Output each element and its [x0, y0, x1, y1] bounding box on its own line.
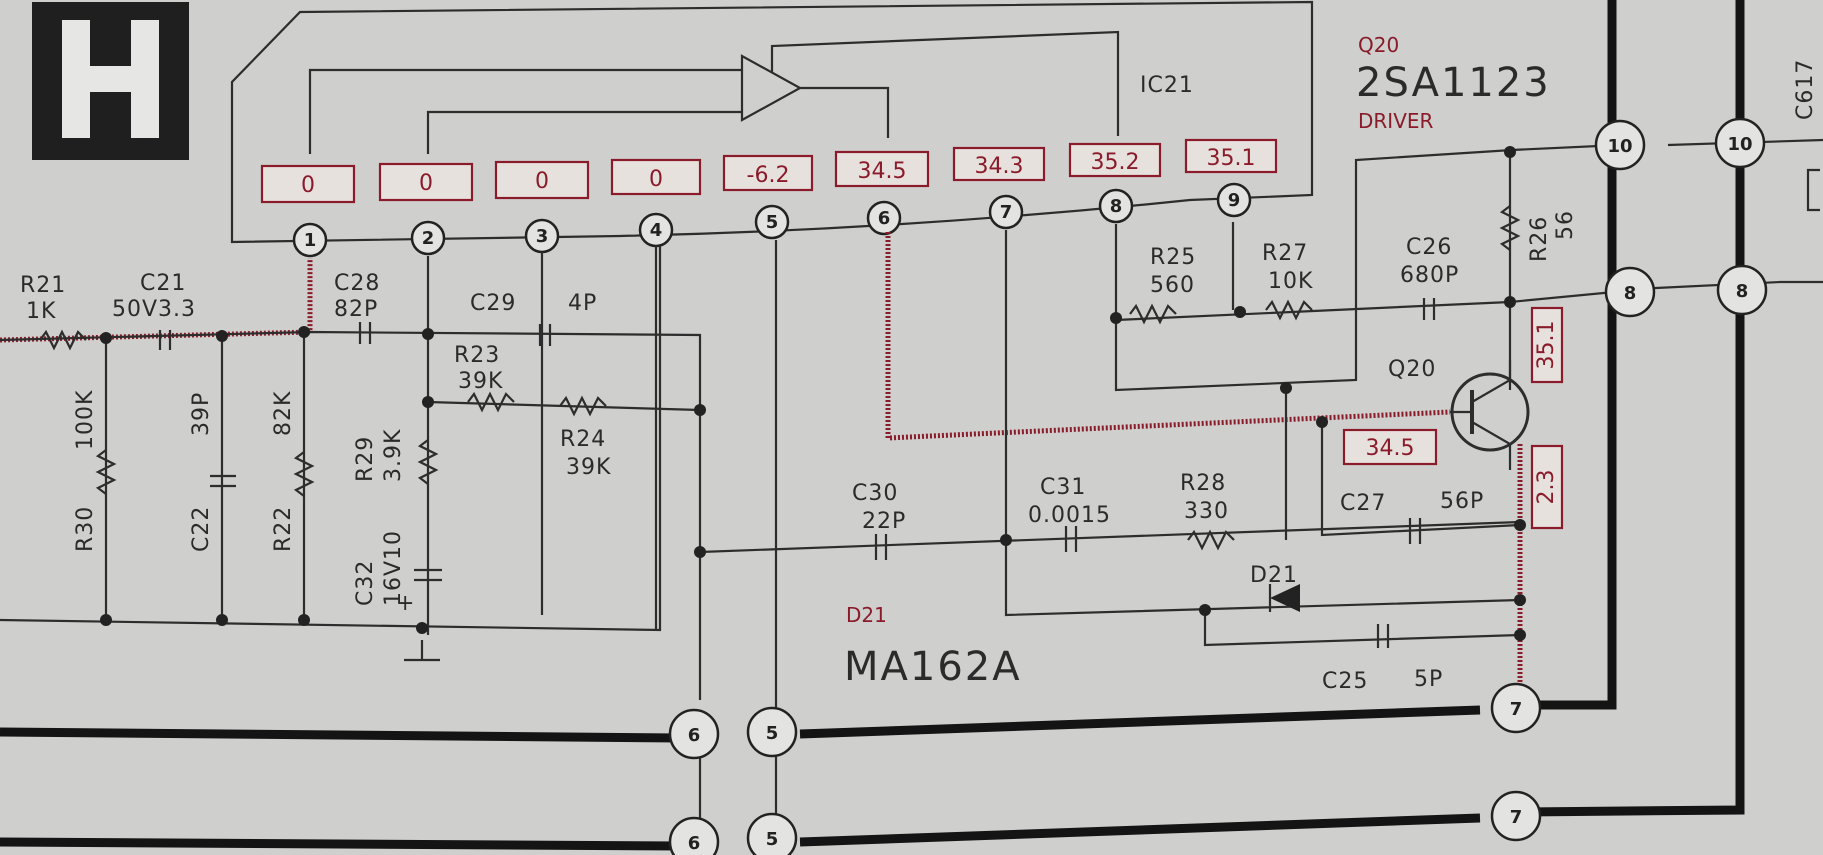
r21-ref: R21 [20, 273, 66, 298]
section-marker: H [0, 0, 189, 160]
ic-voltage-boxes: 0 0 0 0 -6.2 34.5 34.3 35.2 35.1 [260, 138, 1278, 204]
c32-ref: C32 [353, 560, 378, 606]
r27-value: 10K [1268, 269, 1313, 294]
c25-ref: C25 [1322, 669, 1368, 694]
c29-ref: C29 [470, 291, 516, 316]
r22-ref: R22 [271, 506, 296, 552]
pin-voltage: 0 [419, 171, 433, 196]
signal-path [0, 232, 1523, 690]
c21-value: 50V3.3 [112, 297, 196, 322]
c32-plus-mark: + [396, 591, 415, 616]
r30-ref: R30 [73, 506, 98, 552]
pin-voltage: 0 [301, 173, 315, 198]
connectors: 10 10 8 8 6 5 6 5 7 7 [668, 117, 1768, 855]
c27-ref: C27 [1340, 491, 1386, 516]
c30-value: 22P [862, 509, 906, 534]
r29-ref: R29 [353, 436, 378, 482]
wire-pin2-opamp [426, 110, 742, 154]
connector-label: 7 [1510, 807, 1523, 828]
c22-ref: C22 [189, 506, 214, 552]
ic-pin-number: 3 [536, 226, 549, 247]
d21-part-number: MA162A [844, 644, 1022, 690]
pin-voltage: -6.2 [747, 163, 790, 188]
ic-pin-number: 7 [1000, 202, 1013, 223]
component-labels: R21 1K C21 50V3.3 C28 82P C29 4P R23 39K… [20, 59, 1818, 694]
pin-voltage: 0 [649, 167, 663, 192]
pin-voltage: 35.1 [1207, 146, 1256, 171]
c21-ref: C21 [140, 271, 186, 296]
c28-value: 82P [334, 297, 378, 322]
wire-opamp-pin8 [770, 30, 1120, 136]
r29-value: 3.9K [381, 429, 406, 482]
c617-ref: C617 [1793, 59, 1818, 120]
r23-value: 39K [458, 369, 503, 394]
q20-base-voltage: 34.5 [1366, 436, 1415, 461]
connector-label: 10 [1727, 134, 1752, 155]
q20-part-number: 2SA1123 [1356, 60, 1551, 106]
r22-value: 82K [271, 391, 296, 436]
section-marker-label: H [0, 0, 1, 1]
ic-pin-number: 5 [766, 212, 779, 233]
transistor-q20 [1450, 360, 1530, 470]
r25-ref: R25 [1150, 245, 1196, 270]
r26-value: 56 [1553, 210, 1578, 240]
q20-emitter-voltage: 35.1 [1534, 321, 1559, 370]
c28-ref: C28 [334, 271, 380, 296]
c26-value: 680P [1400, 263, 1459, 288]
q20-schematic-ref: Q20 [1388, 357, 1436, 382]
wire-pin1-opamp [308, 68, 742, 154]
connector-label: 8 [1624, 283, 1637, 304]
c25-value: 5P [1414, 667, 1443, 692]
component-symbols [39, 168, 1820, 648]
r21-value: 1K [26, 299, 56, 324]
r24-value: 39K [566, 455, 611, 480]
connector-label: 8 [1736, 281, 1749, 302]
r24-ref: R24 [560, 427, 606, 452]
c32-value: 16V10 [381, 530, 406, 606]
c29-value: 4P [568, 291, 597, 316]
connector-label: 5 [766, 723, 779, 744]
d21-title-ref: D21 [846, 603, 887, 627]
ic-pin-number: 9 [1228, 190, 1241, 211]
ic-pin-number: 2 [422, 228, 435, 249]
pin-voltage: 0 [535, 169, 549, 194]
ic-pin-number: 1 [304, 230, 317, 251]
r28-value: 330 [1184, 499, 1229, 524]
c31-ref: C31 [1040, 475, 1086, 500]
d21-schematic-ref: D21 [1250, 563, 1298, 588]
c26-ref: C26 [1406, 235, 1452, 260]
ic-pin-number: 6 [878, 208, 891, 229]
frame-lines [0, 0, 1745, 851]
ic-pin-number: 8 [1110, 196, 1123, 217]
c22-value: 39P [189, 392, 214, 436]
ic-pins: 1 2 3 4 5 6 7 8 9 [292, 182, 1252, 258]
r30-value: 100K [73, 390, 98, 450]
connector-label: 7 [1510, 699, 1523, 720]
connector-label: 5 [766, 829, 779, 850]
connector-label: 10 [1607, 136, 1632, 157]
c30-ref: C30 [852, 481, 898, 506]
q20-role: DRIVER [1358, 109, 1434, 133]
r28-ref: R28 [1180, 471, 1226, 496]
c27-value: 56P [1440, 489, 1484, 514]
wire-opamp-pin6 [800, 86, 890, 138]
r25-value: 560 [1150, 273, 1195, 298]
r27-ref: R27 [1262, 241, 1308, 266]
c31-value: 0.0015 [1028, 503, 1111, 528]
q20-title-ref: Q20 [1358, 33, 1399, 57]
r26-ref: R26 [1527, 216, 1552, 262]
junction-dots [100, 146, 1526, 641]
pin-voltage: 35.2 [1091, 150, 1140, 175]
pin-voltage: 34.3 [975, 154, 1024, 179]
ic-name: IC21 [1140, 73, 1194, 98]
pin-voltage: 34.5 [858, 159, 907, 184]
ic-pin-number: 4 [650, 220, 663, 241]
connector-label: 6 [688, 725, 701, 746]
r23-ref: R23 [454, 343, 500, 368]
connector-label: 6 [688, 833, 701, 854]
transistor-voltage-boxes: 34.5 35.1 2.3 [1342, 306, 1564, 530]
q20-collector-voltage: 2.3 [1534, 470, 1559, 505]
